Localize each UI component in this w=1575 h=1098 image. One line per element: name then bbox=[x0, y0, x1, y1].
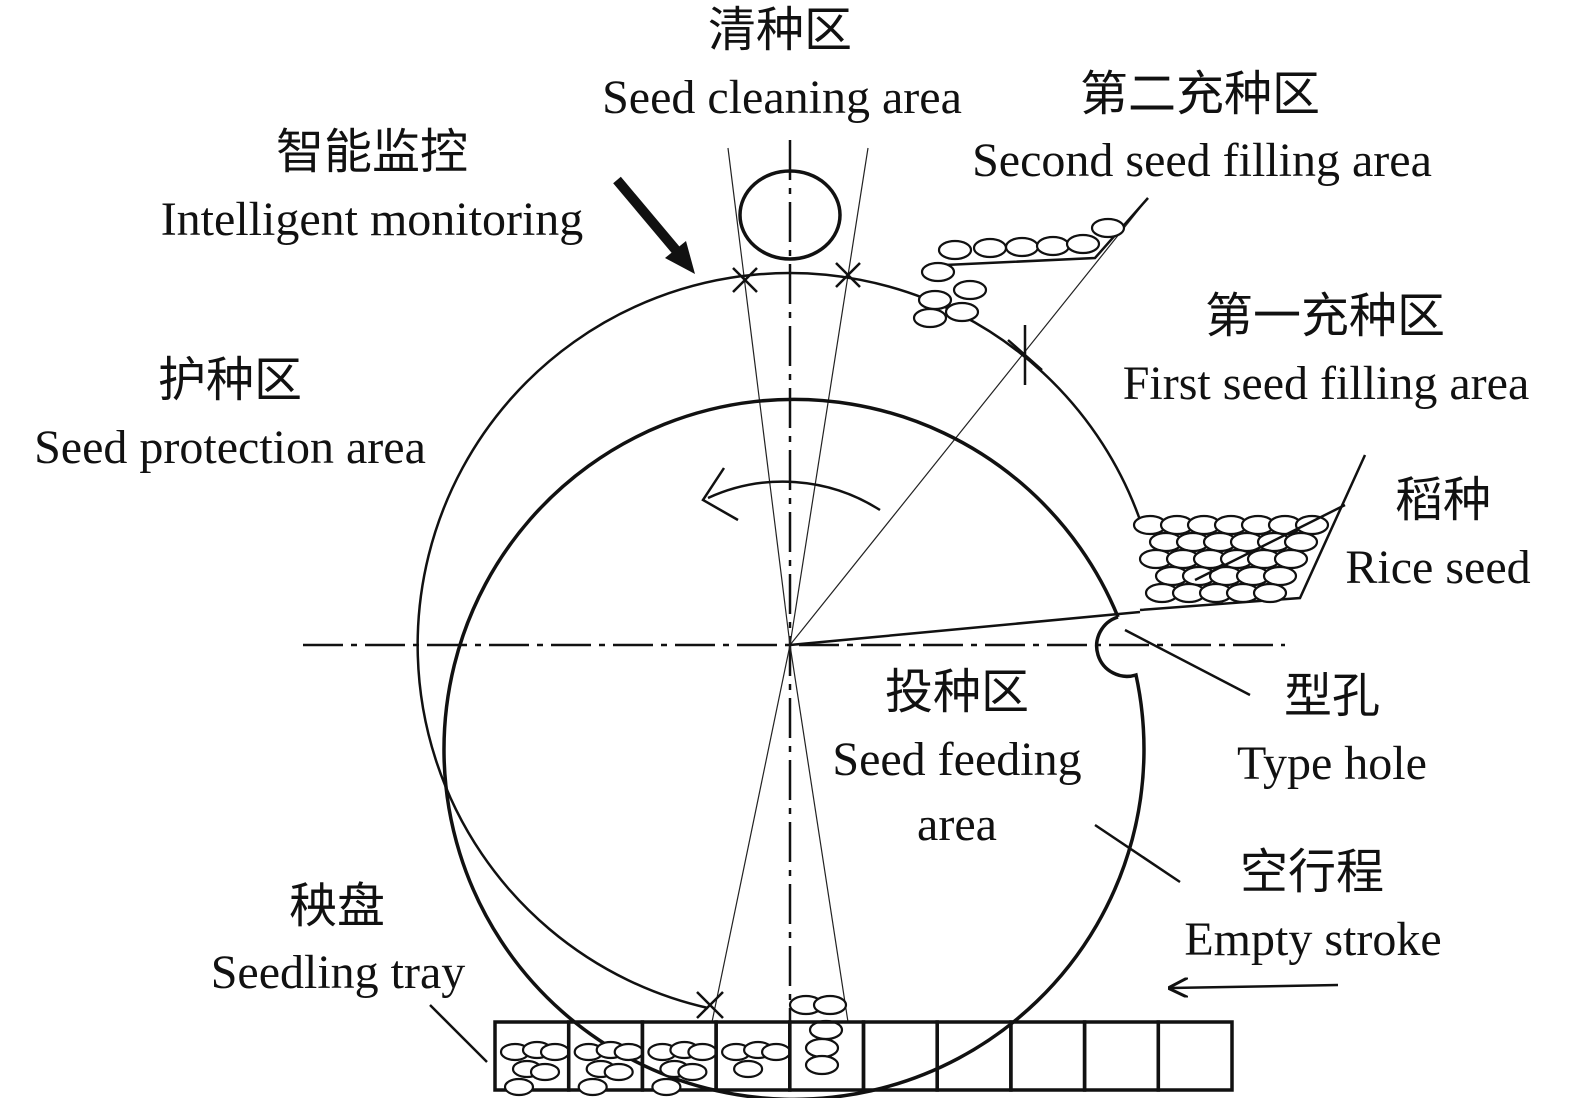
seed-cleaning-brush bbox=[738, 169, 842, 261]
rice-seed bbox=[972, 237, 1008, 259]
rice-seed bbox=[917, 289, 953, 311]
rice-seed bbox=[1004, 236, 1040, 258]
rotation-direction-arrow-icon bbox=[707, 480, 881, 512]
monitoring-arrowhead-icon bbox=[665, 241, 695, 274]
label-tray-cn: 秧盘 bbox=[289, 880, 385, 933]
rice-seed bbox=[920, 261, 956, 283]
rice-seeds bbox=[788, 217, 1330, 1076]
label-empty-stroke-en: Empty stroke bbox=[1184, 913, 1441, 966]
rice-seed-in-tray bbox=[539, 1042, 571, 1062]
leader-lines bbox=[429, 503, 1346, 1063]
rice-seed-in-tray bbox=[760, 1042, 792, 1062]
rice-seed-in-tray bbox=[732, 1059, 764, 1079]
label-empty-stroke-cn: 空行程 bbox=[1240, 846, 1384, 899]
rice-seed-hopper bbox=[1139, 454, 1367, 612]
rotation-arrowhead-icon bbox=[701, 467, 739, 522]
label-feeding-en-2: area bbox=[917, 798, 997, 851]
rice-seed bbox=[1283, 531, 1319, 553]
tray-cell bbox=[1009, 1020, 1087, 1092]
rice-seed-in-tray bbox=[503, 1077, 535, 1097]
rice-seed bbox=[1035, 235, 1071, 257]
rice-seed-in-tray bbox=[603, 1062, 634, 1082]
rice-seed bbox=[1252, 582, 1288, 604]
tray-cell bbox=[1082, 1020, 1161, 1092]
zone-cross-marks bbox=[696, 262, 1043, 1019]
rice-seed bbox=[804, 1037, 840, 1059]
label-type-hole-en: Type hole bbox=[1237, 737, 1427, 790]
tray-motion-arrow-icon bbox=[1170, 985, 1339, 988]
label-type-hole-cn: 型孔 bbox=[1284, 670, 1380, 723]
label-protection-en: Seed protection area bbox=[34, 421, 426, 474]
rice-seed bbox=[937, 239, 973, 261]
label-rice-seed-en: Rice seed bbox=[1345, 541, 1530, 594]
label-rice-seed-cn: 稻种 bbox=[1395, 474, 1491, 527]
tray-cell bbox=[861, 1020, 939, 1092]
monitoring-arrow-icon bbox=[613, 176, 684, 259]
rice-seed bbox=[804, 1054, 840, 1076]
label-feeding-en-1: Seed feeding bbox=[832, 733, 1081, 786]
label-first-filling-en: First seed filling area bbox=[1123, 357, 1530, 410]
rice-seed bbox=[1294, 514, 1330, 536]
tray-cell bbox=[1156, 1020, 1234, 1092]
label-monitoring-cn: 智能监控 bbox=[276, 126, 468, 179]
label-second-filling-cn: 第二充种区 bbox=[1080, 68, 1320, 121]
label-seed-cleaning-cn: 清种区 bbox=[708, 4, 852, 57]
label-feeding-cn: 投种区 bbox=[885, 666, 1029, 719]
rice-seed-in-tray bbox=[677, 1062, 708, 1082]
second-filling-hopper bbox=[944, 197, 1149, 267]
label-monitoring-en: Intelligent monitoring bbox=[161, 193, 584, 246]
rice-seed bbox=[1090, 217, 1126, 239]
rice-seed-in-tray bbox=[651, 1077, 682, 1097]
zone-boundary-lines bbox=[711, 147, 1149, 1023]
rice-seed-in-tray bbox=[529, 1062, 561, 1082]
rice-seed-in-tray bbox=[687, 1042, 718, 1062]
seed-guard-ring bbox=[416, 271, 1142, 1010]
rice-seed bbox=[912, 307, 948, 329]
type-hole-radius-line bbox=[789, 610, 1141, 647]
label-first-filling-cn: 第一充种区 bbox=[1205, 290, 1445, 343]
label-seed-cleaning-en: Seed cleaning area bbox=[602, 71, 962, 124]
rice-seed bbox=[944, 301, 980, 323]
rice-seed bbox=[1262, 565, 1298, 587]
rice-seed bbox=[812, 994, 848, 1016]
rice-seed-in-tray bbox=[613, 1042, 644, 1062]
label-tray-en: Seedling tray bbox=[211, 946, 466, 999]
rice-seed bbox=[1065, 233, 1101, 255]
seedling-tray bbox=[493, 1020, 1234, 1097]
rice-seed-in-tray bbox=[577, 1077, 608, 1097]
label-protection-cn: 护种区 bbox=[158, 354, 302, 407]
rice-seed bbox=[1273, 548, 1309, 570]
label-second-filling-en: Second seed filling area bbox=[972, 134, 1432, 187]
seed-drum bbox=[442, 397, 1146, 1098]
rice-seed bbox=[952, 279, 988, 301]
